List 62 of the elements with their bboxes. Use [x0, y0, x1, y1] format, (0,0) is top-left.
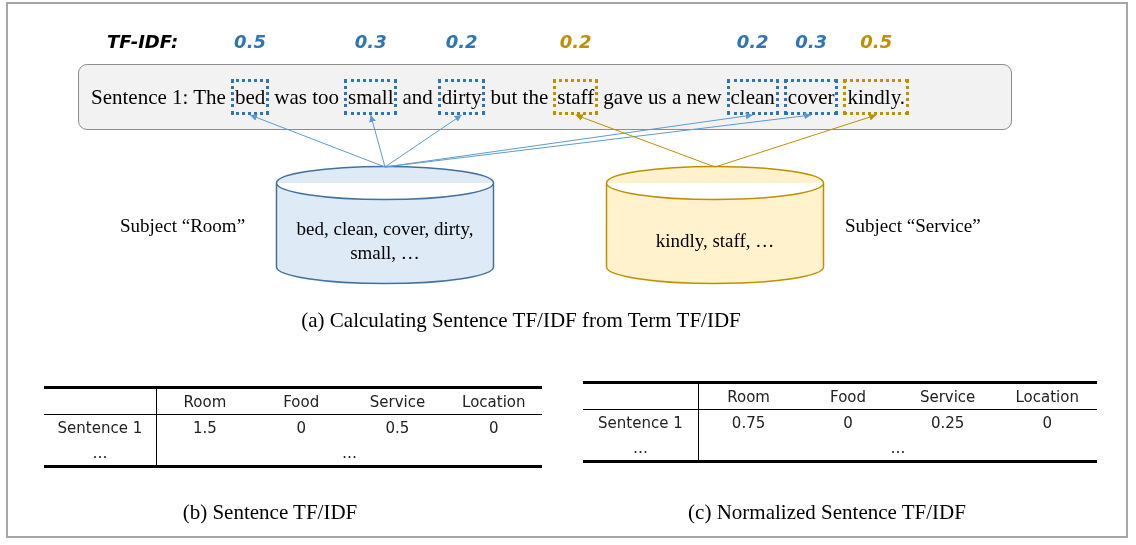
tfidf-value: 0.5	[234, 31, 266, 52]
tfidf-value: 0.2	[445, 31, 478, 52]
column-header: Room	[727, 387, 770, 406]
table-caption: (b) Sentence TF/IDF	[182, 500, 358, 525]
arrow	[369, 114, 386, 168]
table-caption: (c) Normalized Sentence TF/IDF	[688, 500, 966, 525]
arrow	[714, 113, 877, 168]
term-highlight-box	[783, 79, 839, 115]
tfidf-value: 0.2	[559, 31, 592, 52]
term-highlight-box	[843, 79, 910, 115]
table-cell: 0	[489, 418, 499, 437]
table-cell: …	[341, 443, 357, 462]
arrow	[249, 114, 386, 168]
column-header: Service	[919, 387, 976, 406]
column-header: Location	[1015, 387, 1079, 406]
sentence-text: Sentence 1: The	[91, 84, 226, 110]
term-text: dirty	[441, 85, 482, 109]
row-header: …	[632, 438, 648, 457]
tfidf-value: 0.3	[795, 31, 828, 52]
sentence-text: but the	[490, 84, 549, 110]
column-header: Food	[283, 392, 320, 411]
row-header: …	[92, 443, 108, 462]
term-text: clean	[730, 85, 775, 109]
sentence-text: was too	[274, 84, 339, 110]
column-header: Food	[830, 387, 867, 406]
row-header: Sentence 1	[57, 418, 143, 437]
term-text: kindly.	[847, 85, 906, 109]
table-cell: 0	[843, 413, 853, 432]
table-cell: …	[890, 438, 906, 457]
subject-label: Subject “Service”	[845, 215, 981, 237]
term-highlight-box	[230, 79, 270, 115]
term-highlight-box	[553, 79, 599, 115]
column-header: Location	[462, 392, 526, 411]
column-header: Service	[369, 392, 426, 411]
sentence-text: gave us a new	[603, 84, 722, 110]
table-cell: 0.5	[385, 418, 410, 437]
column-header: Room	[183, 392, 227, 411]
term-text: staff	[557, 85, 595, 109]
sentence-text: and	[402, 84, 433, 110]
term-text: small	[348, 85, 394, 109]
row-header: Sentence 1	[598, 413, 683, 432]
term-text: cover	[787, 85, 835, 109]
tfidf-value: 0.5	[860, 31, 893, 52]
table-cell: 1.5	[193, 418, 217, 437]
sentence-panel	[78, 64, 1012, 130]
tfidf-heading: TF-IDF:	[107, 31, 179, 52]
term-highlight-box	[437, 79, 486, 115]
arrow	[575, 114, 716, 168]
term-text: bed	[234, 85, 266, 109]
term-list-text: kindly, staff, …	[655, 229, 775, 253]
table-cell: 0.75	[731, 413, 766, 432]
term-highlight-box	[344, 79, 398, 115]
table-cell: 0	[1042, 413, 1052, 432]
term-list-text: bed, clean, cover, dirty, small, …	[295, 217, 475, 265]
term-highlight-box	[726, 79, 779, 115]
table-cell: 0	[296, 418, 306, 437]
subject-label: Subject “Room”	[120, 215, 246, 237]
tfidf-value: 0.2	[736, 31, 769, 52]
figure-caption: (a) Calculating Sentence TF/IDF from Term TF/IDF	[301, 308, 741, 333]
tfidf-value: 0.3	[354, 31, 387, 52]
arrow	[384, 114, 463, 168]
table-cell: 0.25	[930, 413, 965, 432]
